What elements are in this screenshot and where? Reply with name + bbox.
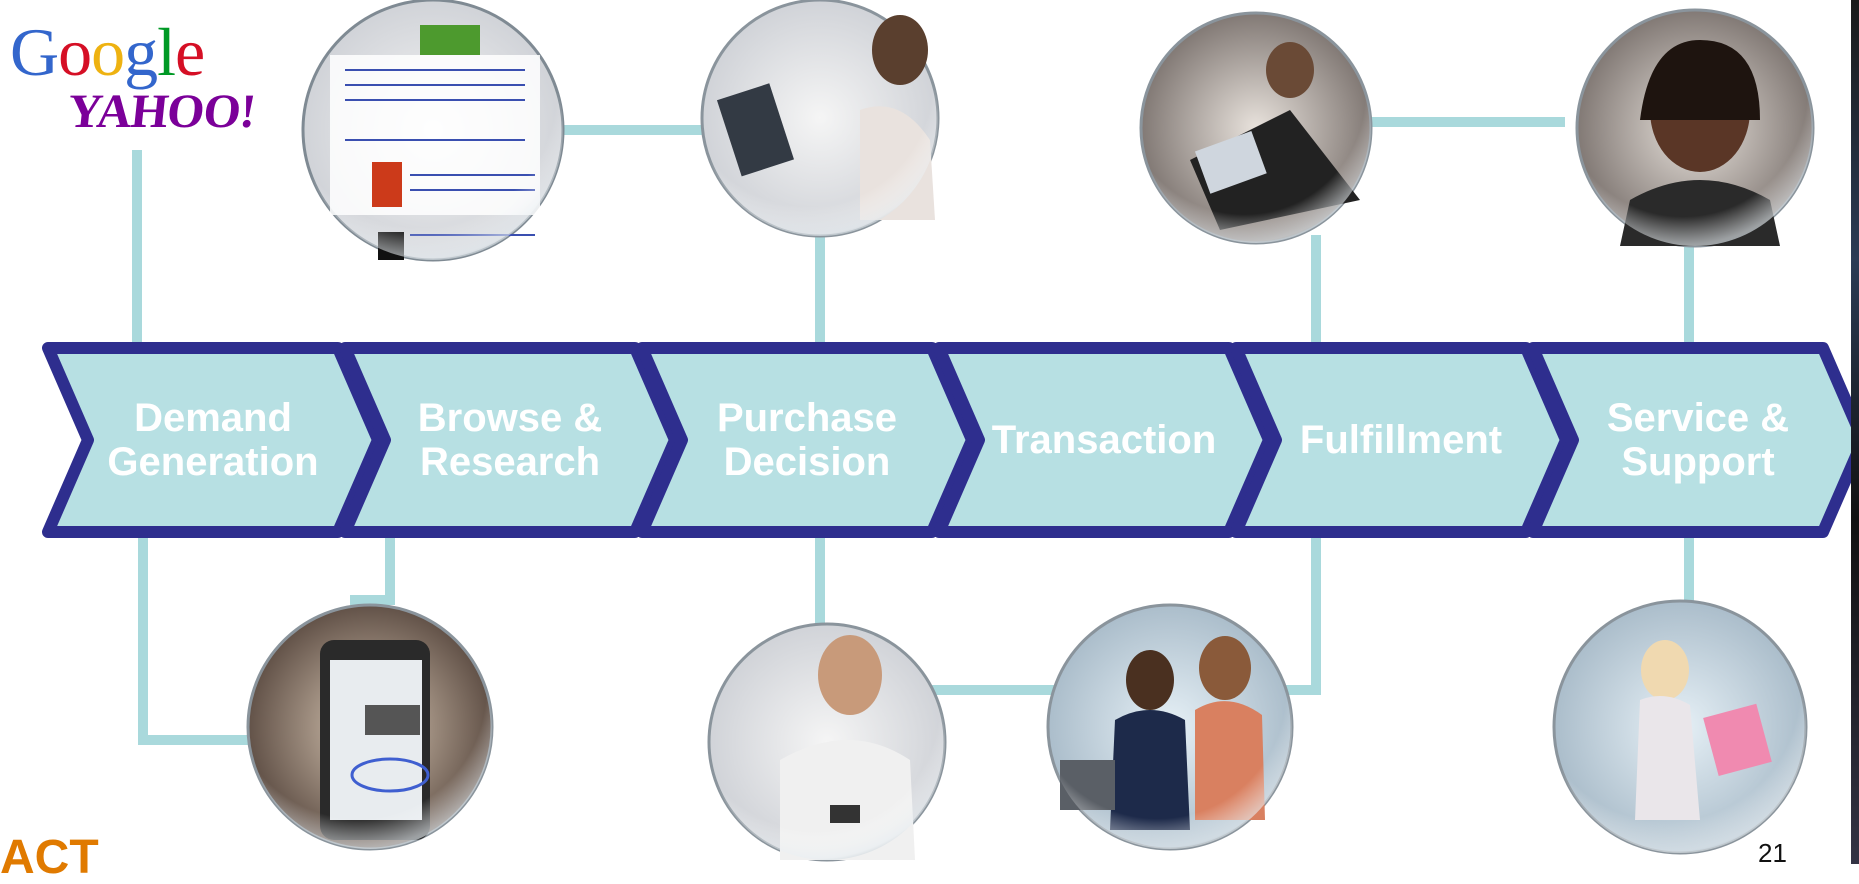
photo-circles: [246, 0, 1815, 862]
process-chevrons: [42, 342, 1859, 538]
chevron-stage-1: [42, 342, 384, 538]
stage-label-4: Transaction: [991, 418, 1217, 462]
stage-label-5: Fulfillment: [1299, 418, 1503, 462]
chevron-stage-6: [1527, 342, 1859, 538]
shopper-photo: [707, 622, 947, 862]
page-number: 21: [1758, 838, 1787, 868]
stage-label-6: Service & Support: [1606, 396, 1790, 484]
shopping-bags-photo: [1552, 599, 1808, 855]
web-page-photo: [301, 0, 565, 262]
kiosk-photo: [700, 0, 940, 238]
act-logo: ACT: [0, 831, 99, 884]
edge-strip: [1851, 0, 1859, 864]
retail-checkout-photo: [1046, 603, 1294, 851]
google-logo: Google: [10, 14, 205, 90]
chevron-stage-2: [339, 342, 681, 538]
stage-label-1: Demand Generation: [107, 396, 319, 484]
chevron-stage-5: [1230, 342, 1572, 538]
support-agent-photo: [1575, 8, 1815, 248]
chevron-stage-4: [933, 342, 1275, 538]
mobile-phone-photo: [246, 603, 494, 851]
yahoo-logo: YAHOO!: [65, 85, 258, 138]
mobile-worker-photo: [1139, 11, 1373, 245]
stage-label-2: Browse & Research: [417, 396, 603, 484]
stage-label-3: Purchase Decision: [716, 396, 898, 484]
chevron-stage-3: [636, 342, 978, 538]
